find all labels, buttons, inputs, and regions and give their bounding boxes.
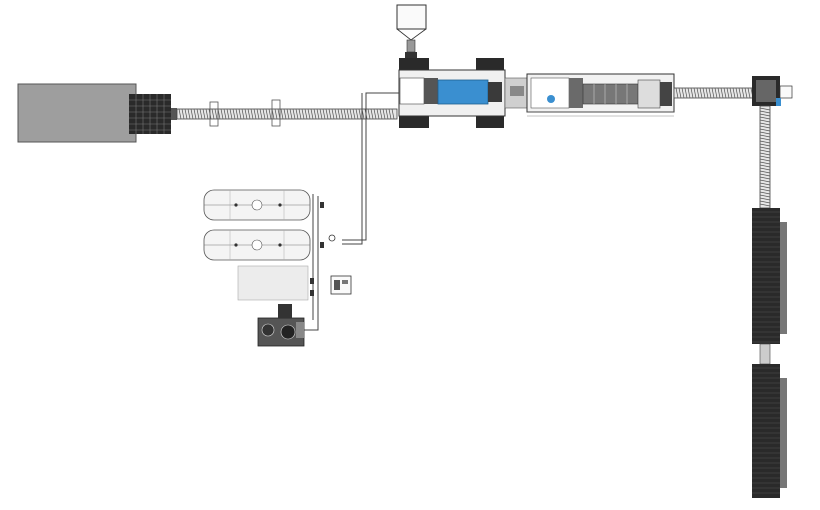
piping [312,92,399,322]
control-panel-icon [330,275,352,295]
corner-unit [752,76,793,106]
spiral-conveyor-right [673,87,755,99]
feeder-block-icon [129,94,177,134]
spiral-conveyor-vertical [759,105,771,209]
spiral-conveyor-main [176,99,398,127]
extruder-icon [398,58,528,128]
conveyor-support [209,99,281,127]
hopper-icon [396,4,427,58]
valve-cluster [310,202,336,296]
storage-tank-icon [203,189,311,301]
storage-chamber [17,83,137,143]
processing-line-icon [526,73,675,117]
cooling-rack-icon [752,208,787,498]
pump-station-icon [257,304,319,347]
